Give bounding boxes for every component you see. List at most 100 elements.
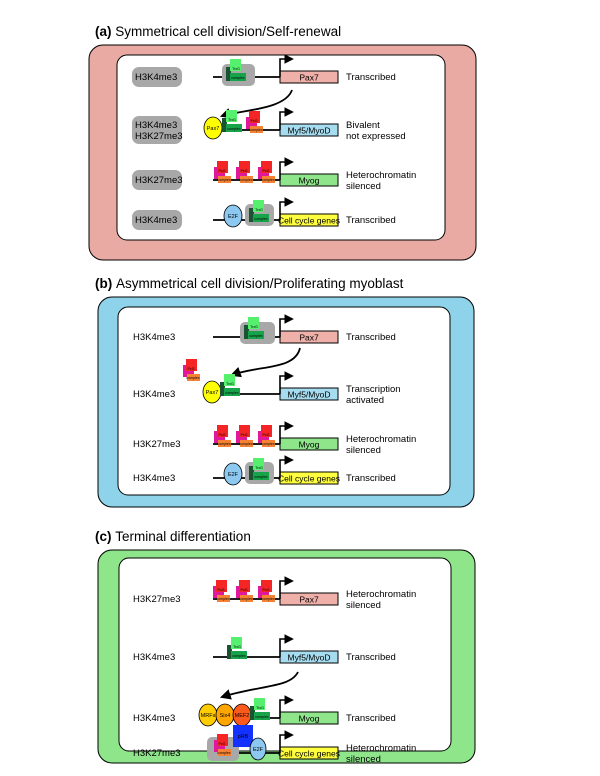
pcg-label: complex — [216, 597, 230, 601]
trxg-label: complex — [254, 217, 268, 221]
trxg-label: TrxG — [250, 325, 258, 329]
trxg-subunit — [253, 458, 264, 470]
status-text: Transcribed — [346, 215, 396, 226]
pcg-label: PcG — [219, 169, 226, 173]
gene-row: H3K4me3 Cell cycle genes Transcribed — [132, 197, 396, 230]
tss-arrow — [279, 730, 294, 753]
e2f-ellipse-label: E2F — [253, 747, 264, 753]
trxg-subunit — [230, 59, 241, 71]
tss-arrow — [279, 634, 294, 657]
pcg-subunit — [261, 161, 272, 173]
pcg-subunit — [239, 425, 250, 437]
status-text: Bivalent — [346, 120, 380, 131]
e2f-ellipse-label: E2F — [228, 472, 239, 478]
panel-b: (b) Asymmetrical cell division/Prolifera… — [95, 276, 475, 508]
histone-mark-label: H3K4me3 — [133, 713, 175, 724]
panel-letter: (c) — [95, 529, 115, 544]
pcg-subunit — [217, 425, 228, 437]
histone-mark-label: H3K4me3 — [133, 389, 175, 400]
gene-label: Myog — [299, 176, 320, 186]
pcg-label: complex — [239, 442, 253, 446]
histone-mark-label: H3K27me3 — [133, 439, 181, 450]
tss-arrow — [279, 107, 294, 130]
pcg-subunit — [239, 580, 250, 592]
pcg-subunit — [218, 176, 231, 183]
pcg-label: complex — [217, 442, 231, 446]
panel-letter: (a) — [95, 24, 115, 39]
status-text: Transcribed — [346, 332, 396, 343]
panel-letter: (b) — [95, 276, 116, 291]
trxg-subunit — [250, 706, 255, 720]
histone-mark-label: H3K4me3 — [133, 332, 175, 343]
pcg-label: PcG — [219, 742, 226, 746]
pcg-label: PcG — [263, 588, 270, 592]
pcg-subunit — [217, 161, 228, 173]
tss-arrow — [279, 54, 294, 77]
status-text: silenced — [346, 445, 381, 456]
status-text: silenced — [346, 754, 381, 765]
trxg-label: complex — [249, 334, 263, 338]
panel-c-proteins: PcGcomplexPcGcomplexPcGcomplexTrxGcomple… — [198, 580, 299, 761]
pcg-subunit — [187, 374, 200, 381]
pcg-label: complex — [261, 442, 275, 446]
trxg-label: TrxG — [255, 208, 263, 212]
trxg-subunit — [226, 110, 237, 122]
gene-label: Pax7 — [299, 73, 319, 83]
gene-label: Myog — [299, 440, 320, 450]
pcg-label: complex — [239, 597, 253, 601]
panel-title: (c) Terminal differentiation — [95, 529, 251, 544]
tss-arrow — [279, 695, 294, 718]
pcg-label: complex — [186, 376, 200, 380]
gene-label: Myog — [299, 714, 320, 724]
trxg-label: complex — [254, 475, 268, 479]
tss-arrow — [279, 421, 294, 444]
trxg-subunit — [224, 388, 240, 396]
trxg-subunit — [244, 325, 249, 339]
tss-arrow — [279, 197, 294, 220]
e2f-ellipse-label: E2F — [228, 214, 239, 220]
trxg-subunit — [226, 124, 242, 132]
trxg-subunit — [226, 67, 231, 81]
histone-mark-badge — [132, 116, 182, 144]
e2f-ellipse — [249, 737, 267, 761]
trxg-label: TrxG — [233, 645, 241, 649]
histone-mark-label: H3K27me3 — [133, 594, 181, 605]
gene-label: Myf5/MyoD — [288, 390, 331, 400]
mrfs-ellipse-label: MRFs — [201, 713, 216, 719]
histone-mark-badge — [132, 210, 182, 230]
pcg-subunit — [249, 111, 260, 123]
trxg-subunit — [253, 200, 264, 212]
histone-mark-label: H3K4me3 — [135, 215, 177, 226]
panel-title: (b) Asymmetrical cell division/Prolifera… — [95, 276, 404, 291]
histone-mark-label: H3K4me3 — [133, 652, 175, 663]
panel-inner-box — [116, 54, 446, 241]
panel-title-text: Symmetrical cell division/Self-renewal — [115, 24, 341, 39]
pcg-subunit — [240, 595, 253, 602]
activation-arrow — [229, 347, 301, 378]
status-text: Heterochromatin — [346, 434, 416, 445]
tss-arrow — [279, 371, 294, 394]
pcg-subunit — [186, 359, 197, 371]
gene-label: Cell cycle genes — [278, 216, 340, 226]
activation-arrow — [219, 671, 299, 700]
trxg-label: complex — [232, 654, 246, 658]
histone-mark-label: H3K4me3 — [135, 72, 177, 83]
